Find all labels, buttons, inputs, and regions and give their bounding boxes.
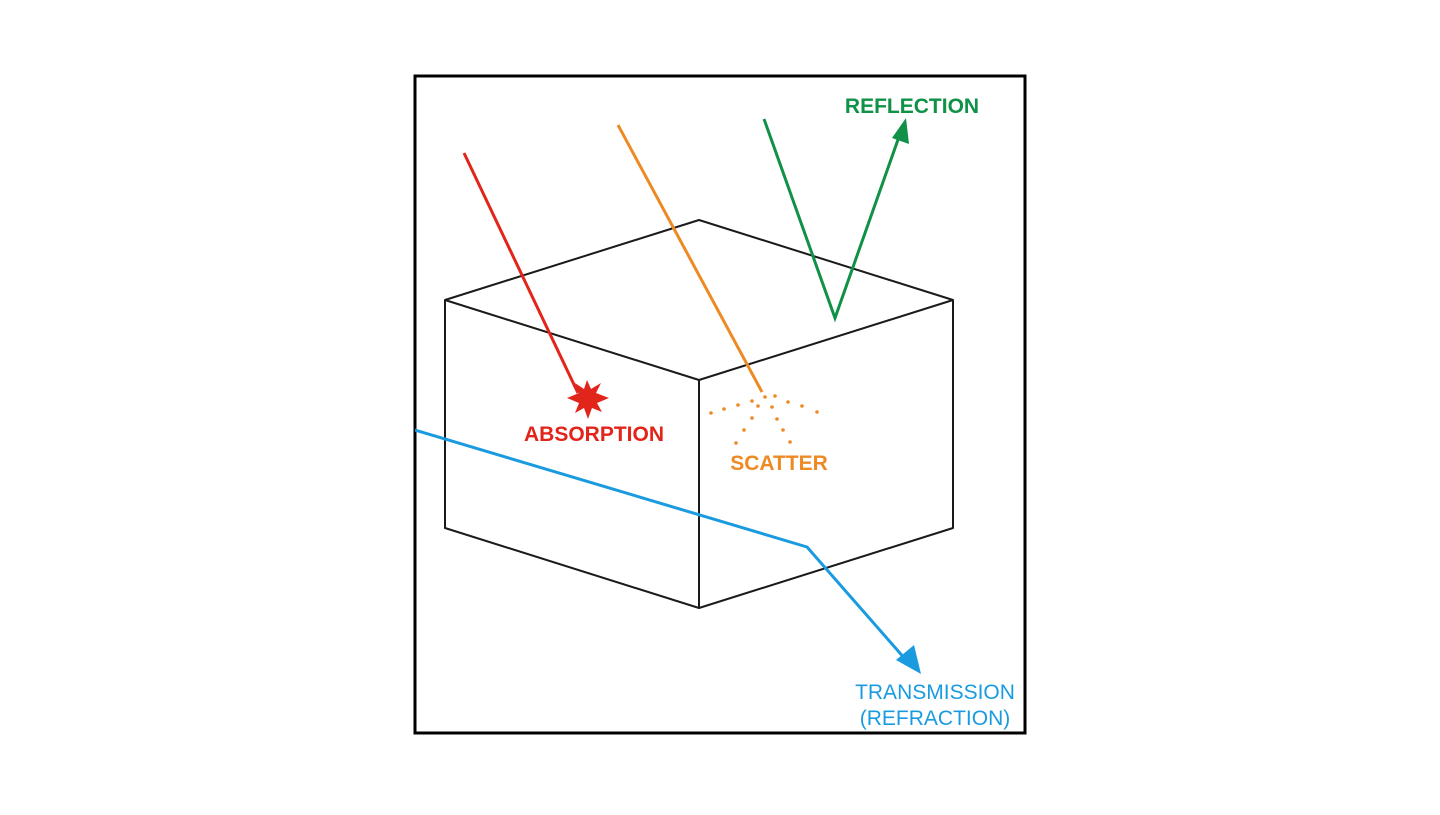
transmission-label: TRANSMISSION xyxy=(855,681,1015,704)
cube-right-face xyxy=(698,300,954,609)
absorption-label: ABSORPTION xyxy=(524,423,664,446)
transmission-arrowhead-icon xyxy=(896,645,921,674)
refraction-label: (REFRACTION) xyxy=(860,707,1011,730)
scatter-label: SCATTER xyxy=(730,452,828,475)
reflection-ray xyxy=(762,118,909,323)
diagram-frame xyxy=(413,74,1027,735)
reflection-label: REFLECTION xyxy=(845,95,979,118)
absorption-ray xyxy=(462,152,609,419)
scatter-ray xyxy=(616,124,819,445)
scatter-ray-line xyxy=(616,124,764,393)
cube-left-face xyxy=(444,300,700,609)
absorption-burst-icon xyxy=(567,380,609,419)
absorption-ray-line xyxy=(462,152,580,394)
transmission-ray xyxy=(415,428,921,674)
scatter-dots-icon xyxy=(709,394,819,445)
transmission-ray-line xyxy=(415,428,908,661)
cube xyxy=(444,219,954,609)
reflection-arrowhead-icon xyxy=(892,118,909,144)
reflection-ray-line xyxy=(762,118,902,323)
